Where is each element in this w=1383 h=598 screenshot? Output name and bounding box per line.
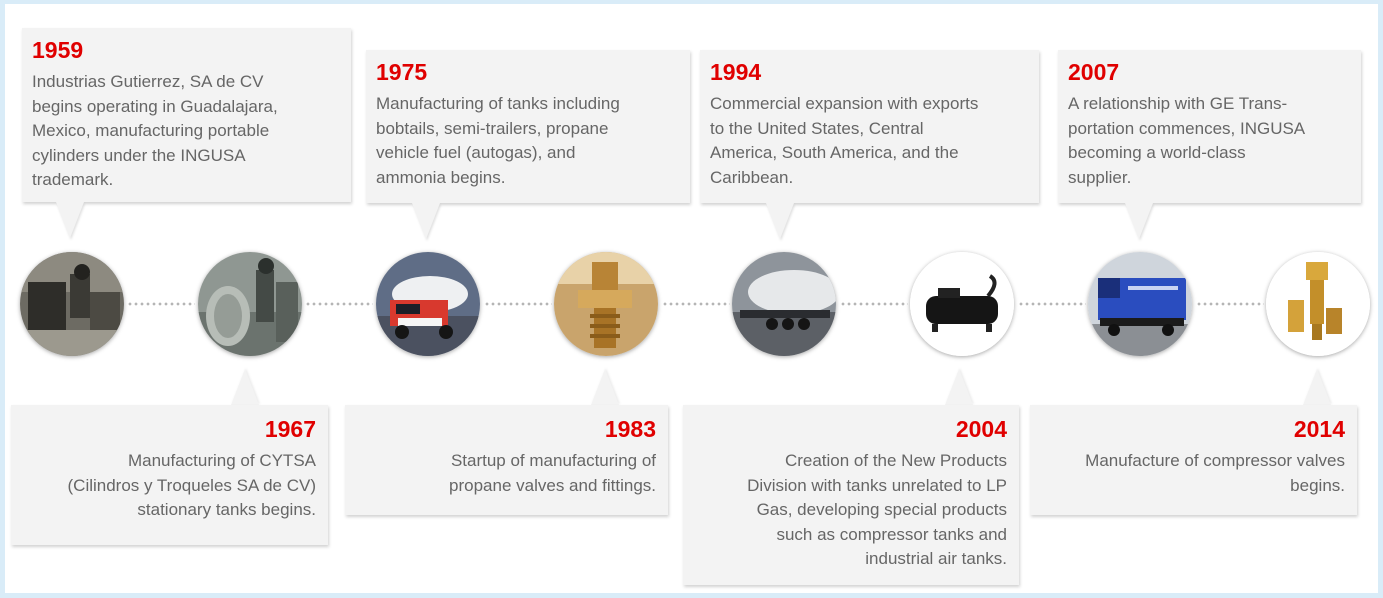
timeline-card-1975: 1975 Manufacturing of tanks including bo… bbox=[366, 50, 690, 203]
timeline-connector bbox=[1196, 302, 1264, 306]
event-year: 2004 bbox=[955, 416, 1007, 442]
event-year: 2014 bbox=[1293, 416, 1345, 442]
event-year: 1994 bbox=[710, 59, 762, 85]
event-year: 1983 bbox=[604, 416, 656, 442]
timeline-card-1967: 1967 Manufacturing of CYTSA (Cilindros y… bbox=[11, 405, 328, 545]
timeline-card-2007: 2007 A relationship with GE Trans- porta… bbox=[1058, 50, 1361, 203]
event-description: Commercial expansion with exports to the… bbox=[710, 94, 979, 187]
card-pointer bbox=[591, 369, 619, 405]
factory-workers-photo bbox=[20, 252, 124, 356]
event-description: Startup of manufacturing of propane valv… bbox=[449, 451, 656, 495]
timeline-card-2004: 2004 Creation of the New Products Divisi… bbox=[683, 405, 1019, 585]
event-description: Manufacturing of tanks including bobtail… bbox=[376, 94, 620, 187]
event-year: 1975 bbox=[376, 59, 428, 85]
event-description: Manufacturing of CYTSA (Cilindros y Troq… bbox=[67, 451, 317, 519]
timeline-connector bbox=[1018, 302, 1086, 306]
event-description: Manufacture of compressor valves begins. bbox=[1085, 451, 1345, 495]
timeline-connector bbox=[305, 302, 373, 306]
timeline-connector bbox=[662, 302, 730, 306]
timeline-connector bbox=[484, 302, 552, 306]
tank-trailer-photo bbox=[732, 252, 836, 356]
air-tank-photo bbox=[910, 252, 1014, 356]
card-pointer bbox=[1125, 203, 1153, 239]
card-pointer bbox=[412, 203, 440, 239]
event-year: 1967 bbox=[264, 416, 316, 442]
card-pointer bbox=[1303, 369, 1331, 405]
timeline-card-1983: 1983 Startup of manufacturing of propane… bbox=[345, 405, 668, 515]
event-description: Industrias Gutierrez, SA de CV begins op… bbox=[32, 72, 278, 189]
bobtail-truck-photo bbox=[376, 252, 480, 356]
event-year: 1959 bbox=[32, 37, 84, 63]
brass-valve-photo bbox=[554, 252, 658, 356]
event-description: Creation of the New Products Division wi… bbox=[747, 451, 1007, 568]
timeline-card-2014: 2014 Manufacture of compressor valves be… bbox=[1030, 405, 1357, 515]
card-pointer bbox=[766, 203, 794, 239]
timeline-connector bbox=[127, 302, 195, 306]
blue-locomotive-photo bbox=[1088, 252, 1192, 356]
event-description: A relationship with GE Trans- portation … bbox=[1068, 94, 1306, 187]
card-pointer bbox=[231, 369, 259, 405]
card-pointer bbox=[56, 202, 84, 238]
timeline-card-1994: 1994 Commercial expansion with exports t… bbox=[700, 50, 1039, 203]
event-year: 2007 bbox=[1068, 59, 1120, 85]
compressor-valves-photo bbox=[1266, 252, 1370, 356]
timeline-connector bbox=[840, 302, 908, 306]
card-pointer bbox=[945, 369, 973, 405]
worker-tanks-photo bbox=[198, 252, 302, 356]
timeline-card-1959: 1959 Industrias Gutierrez, SA de CV begi… bbox=[22, 28, 351, 202]
